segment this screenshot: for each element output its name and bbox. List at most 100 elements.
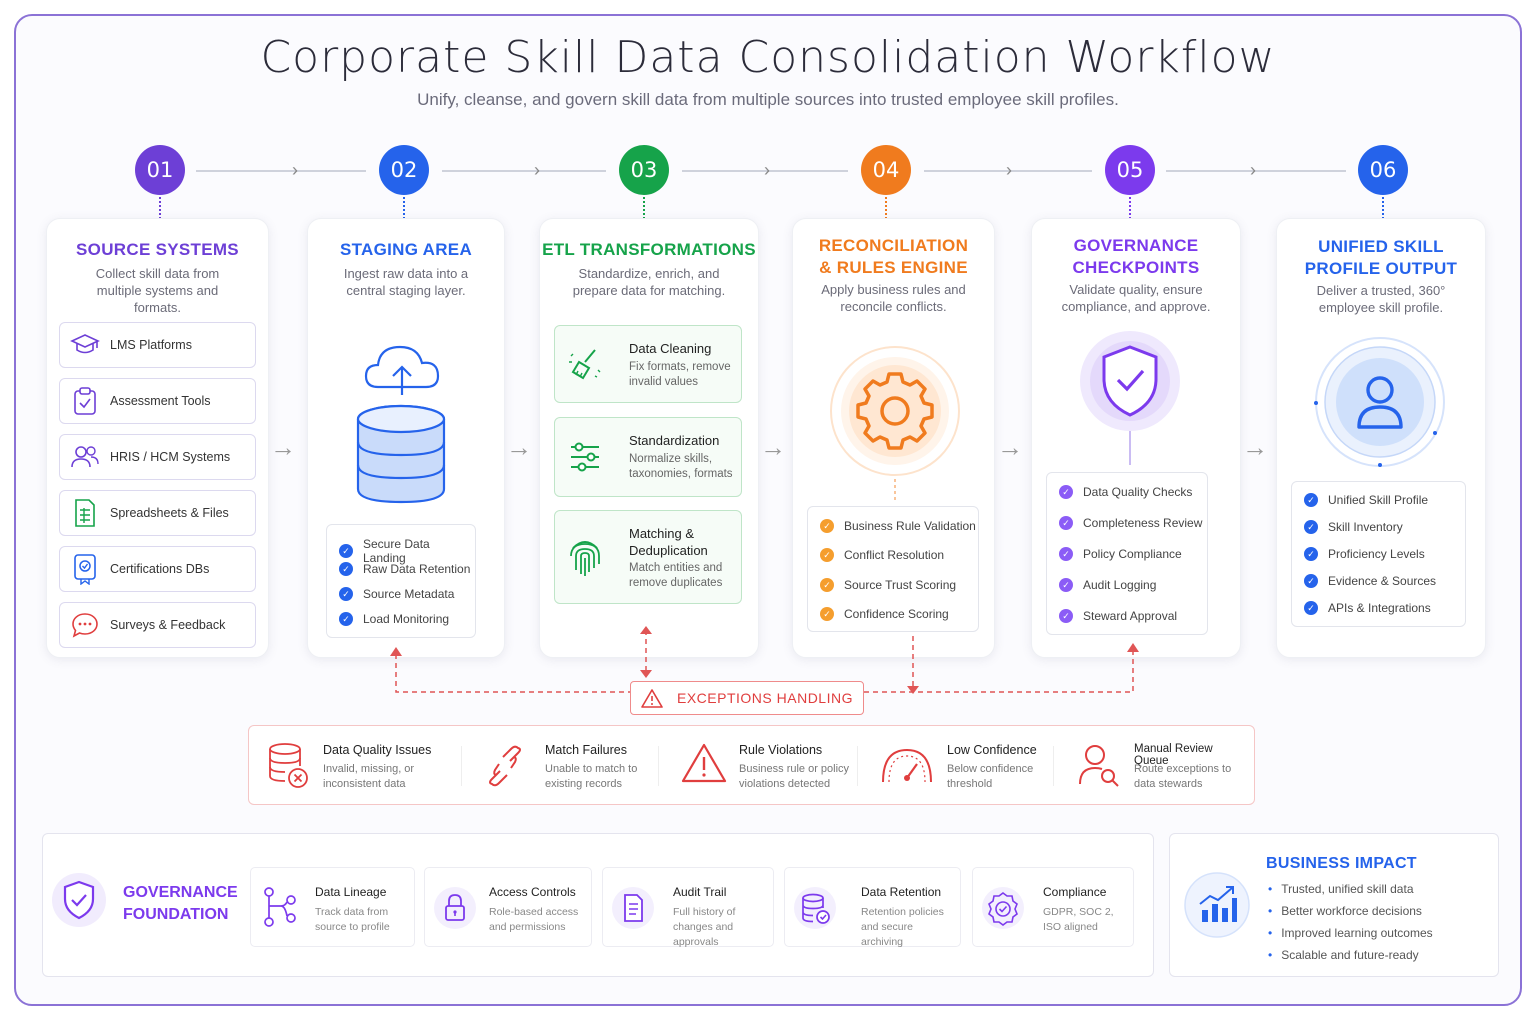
exception-desc: Invalid, missing, or inconsistent data (323, 763, 415, 790)
etl-item-matching[interactable]: Matching & Deduplication Match entities … (554, 510, 742, 604)
check-icon: ✓ (1059, 485, 1073, 499)
governance-foundation-panel: GOVERNANCE FOUNDATION Data Lineage Track… (42, 833, 1154, 977)
exception-item-low-confidence[interactable]: Low Confidence Below confidence threshol… (879, 726, 1069, 806)
etl-item-standardization[interactable]: Standardization Normalize skills, taxono… (554, 417, 742, 497)
step-number: 05 (1105, 145, 1155, 195)
checklist-label: Evidence & Sources (1328, 574, 1437, 588)
checklist-item: ✓Skill Inventory (1292, 520, 1465, 534)
check-icon: ✓ (820, 578, 834, 592)
governance-item-access-controls[interactable]: Access Controls Role-based access and pe… (424, 867, 592, 947)
lock-icon (434, 887, 476, 929)
card-title: ETL TRANSFORMATIONS (542, 240, 756, 259)
governance-item-data-lineage[interactable]: Data Lineage Track data from source to p… (250, 867, 415, 947)
step-number: 02 (379, 145, 429, 195)
check-icon: ✓ (820, 607, 834, 621)
checklist-label: Proficiency Levels (1328, 547, 1425, 561)
database-error-icon (269, 743, 308, 788)
exception-title: Rule Violations (739, 743, 823, 757)
business-impact-title: BUSINESS IMPACT (1266, 855, 1417, 872)
exception-item-manual-review[interactable]: Manual Review Queue Route exceptions to … (1077, 726, 1249, 806)
governance-checklist: ✓Data Quality Checks ✓Completeness Revie… (1046, 472, 1208, 635)
graduation-cap-icon (60, 332, 110, 358)
governance-item-compliance[interactable]: Compliance GDPR, SOC 2, ISO aligned (972, 867, 1134, 947)
impact-item: Trusted, unified skill data (1268, 882, 1413, 896)
document-icon (612, 887, 654, 929)
check-icon: ✓ (1059, 578, 1073, 592)
exception-title: Match Failures (545, 743, 627, 757)
badge-icon (982, 887, 1024, 929)
exception-item-match-failures[interactable]: Match Failures Unable to match to existi… (481, 726, 671, 806)
warning-icon (681, 743, 727, 783)
card-description: Standardize, enrich, and prepare data fo… (572, 266, 726, 298)
checklist-item: ✓ Source Trust Scoring (808, 578, 978, 592)
check-icon: ✓ (1304, 493, 1318, 507)
exception-desc: Below confidence threshold (947, 763, 1034, 790)
etl-item-desc: Normalize skills, taxonomies, formats (629, 453, 733, 480)
user-search-icon (1079, 745, 1119, 787)
checklist-label: Business Rule Validation (844, 519, 976, 533)
step-connector (682, 170, 848, 172)
exception-title: Low Confidence (947, 743, 1037, 757)
governance-item-title: Audit Trail (673, 885, 727, 899)
divider (461, 746, 462, 786)
card-description: Collect skill data from multiple systems… (95, 266, 220, 315)
checklist-item: ✓Business Rule Validation (808, 519, 978, 533)
governance-item-title: Data Lineage (315, 885, 387, 899)
check-icon: ✓ (339, 562, 353, 576)
check-icon: ✓ (339, 544, 353, 558)
checklist-label: Secure Data Landing (363, 537, 430, 565)
users-icon (60, 444, 110, 470)
etl-item-data-cleaning[interactable]: Data Cleaning Fix formats, remove invali… (554, 325, 742, 403)
source-item-assessment[interactable]: Assessment Tools (59, 378, 256, 424)
check-icon: ✓ (1304, 547, 1318, 561)
checklist-item: ✓Steward Approval (1047, 609, 1207, 623)
card-title: GOVERNANCE CHECKPOINTS (1072, 236, 1200, 277)
governance-item-title: Compliance (1043, 885, 1107, 899)
spreadsheet-icon (60, 498, 110, 528)
exception-desc: Business rule or policy violations detec… (739, 763, 850, 790)
governance-checkpoints-card: GOVERNANCE CHECKPOINTS Validate quality,… (1031, 218, 1241, 658)
step-dotted-link (1382, 197, 1384, 219)
gear-icon (829, 341, 961, 516)
warning-icon (641, 689, 663, 708)
etl-item-desc: Match entities and remove duplicates (629, 562, 723, 589)
governance-item-title: Data Retention (861, 885, 942, 899)
exceptions-title: EXCEPTIONS HANDLING (677, 690, 853, 706)
source-item-label: Assessment Tools (110, 394, 211, 408)
source-item-hris[interactable]: HRIS / HCM Systems (59, 434, 256, 480)
check-icon: ✓ (1059, 609, 1073, 623)
source-item-certifications[interactable]: Certifications DBs (59, 546, 256, 592)
check-icon: ✓ (1304, 520, 1318, 534)
chat-bubble-icon (60, 611, 110, 639)
checklist-item: ✓Audit Logging (1047, 578, 1207, 592)
broom-icon (555, 326, 615, 402)
impact-item: Improved learning outcomes (1268, 926, 1432, 940)
database-check-icon (794, 887, 836, 929)
source-item-spreadsheets[interactable]: Spreadsheets & Files (59, 490, 256, 536)
governance-item-data-retention[interactable]: Data Retention Retention policies and se… (784, 867, 961, 948)
checklist-item: ✓APIs & Integrations (1292, 601, 1465, 615)
page-subtitle: Unify, cleanse, and govern skill data fr… (417, 90, 1119, 109)
source-item-lms[interactable]: LMS Platforms (59, 322, 256, 368)
source-item-label: Certifications DBs (110, 562, 210, 576)
governance-item-desc: Retention policies and secure archiving (861, 906, 944, 948)
exceptions-handling-label[interactable]: EXCEPTIONS HANDLING (630, 681, 864, 715)
exception-item-data-quality[interactable]: Data Quality Issues Invalid, missing, or… (267, 726, 467, 806)
reconciliation-card: RECONCILIATION & RULES ENGINE Apply busi… (792, 218, 995, 658)
exception-item-rule-violations[interactable]: Rule Violations Business rule or policy … (681, 726, 871, 806)
step-number: 06 (1358, 145, 1408, 195)
card-description: Deliver a trusted, 360° employee skill p… (1316, 283, 1446, 315)
divider (1053, 746, 1054, 786)
page-title: Corporate Skill Data Consolidation Workf… (260, 32, 1276, 83)
checklist-label: Source Trust Scoring (844, 578, 957, 592)
broken-link-icon (489, 745, 521, 787)
cloud-database-icon (356, 339, 456, 519)
clipboard-check-icon (60, 386, 110, 416)
check-icon: ✓ (820, 548, 834, 562)
fingerprint-icon (555, 511, 615, 603)
governance-item-audit-trail[interactable]: Audit Trail Full history of changes and … (602, 867, 774, 948)
source-item-surveys[interactable]: Surveys & Feedback (59, 602, 256, 648)
checklist-label: Conflict Resolution (844, 548, 945, 562)
etl-item-title: Matching & Deduplication (629, 526, 708, 558)
shield-check-icon (1078, 331, 1184, 476)
